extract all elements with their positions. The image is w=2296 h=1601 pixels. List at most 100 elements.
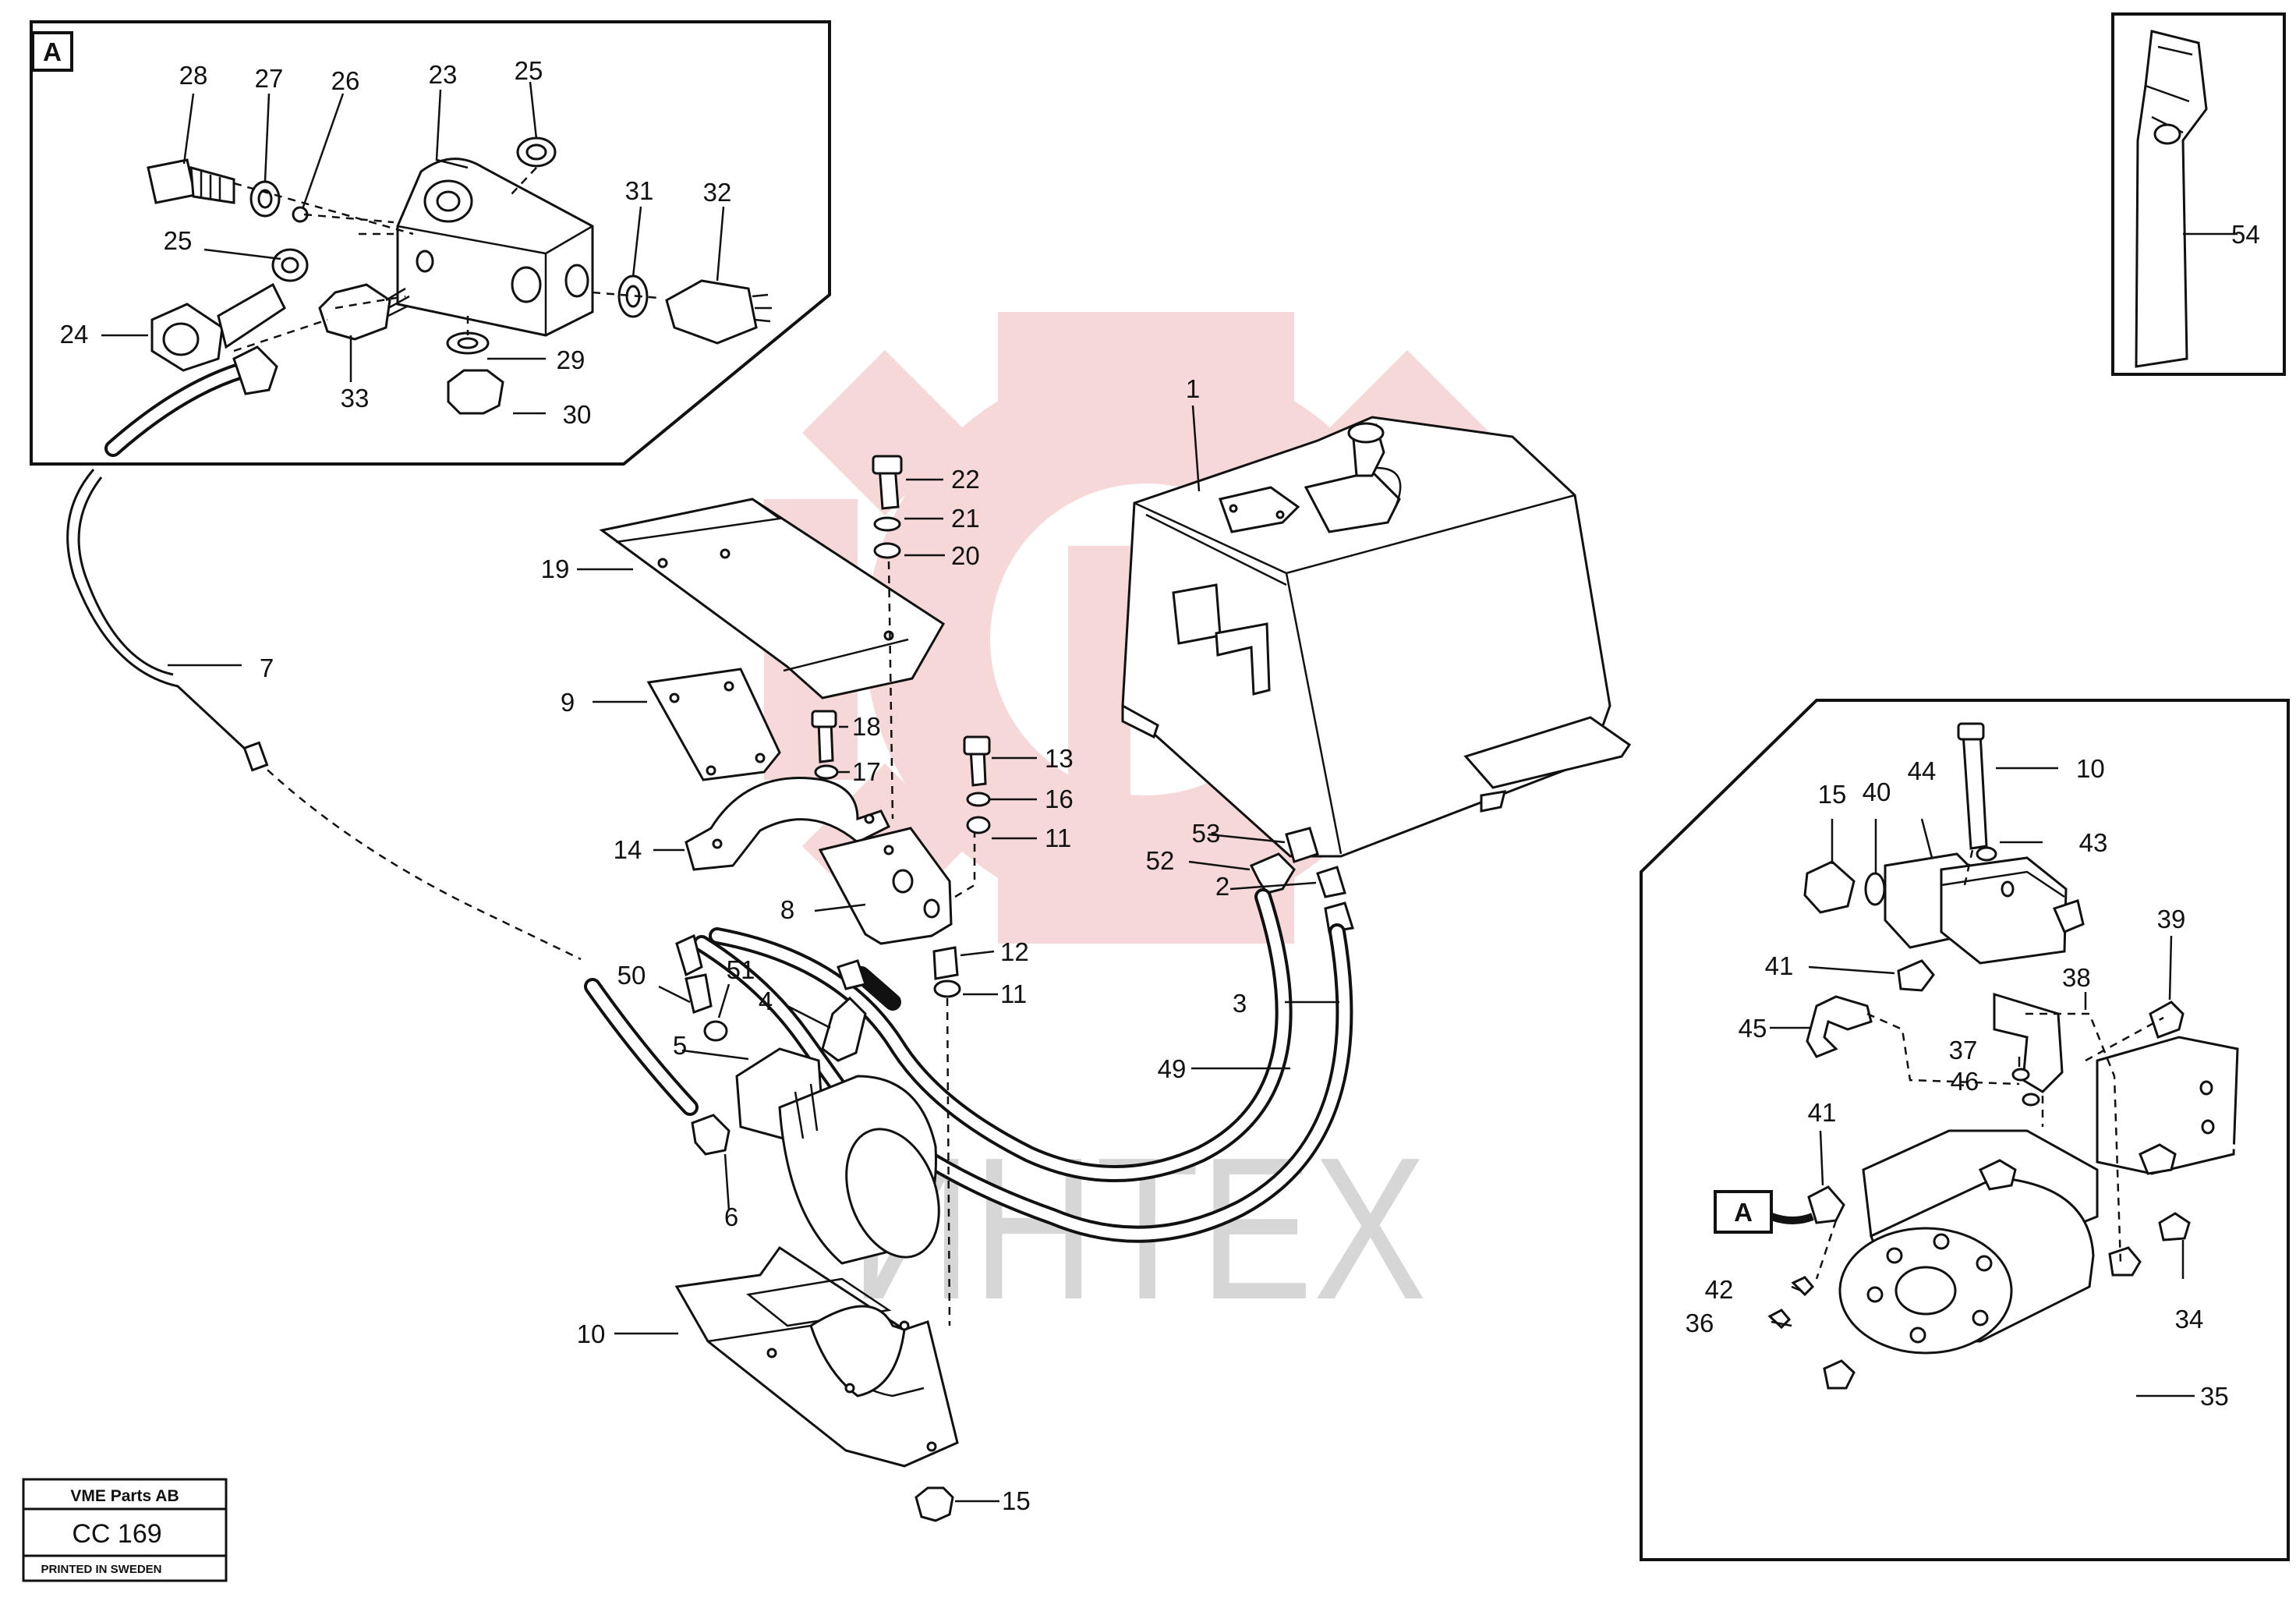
label-48: 35 bbox=[2200, 1382, 2229, 1411]
hose-pump-right bbox=[853, 966, 901, 1011]
label-39: 44 bbox=[1908, 756, 1937, 785]
valve-block bbox=[396, 158, 594, 337]
pressure-switch-32 bbox=[665, 279, 772, 345]
seal-51 bbox=[703, 1020, 728, 1042]
fitting-44 bbox=[1803, 860, 1856, 914]
elbow-6 bbox=[691, 1114, 731, 1156]
label-47: 34 bbox=[2175, 1305, 2204, 1334]
spacer-12 bbox=[932, 946, 959, 980]
label-4: 4 bbox=[759, 986, 773, 1015]
bracket-54 bbox=[2135, 30, 2208, 368]
adapter-33 bbox=[318, 283, 410, 341]
tank-1 bbox=[1121, 416, 1632, 858]
label-25-top: 25 bbox=[515, 56, 543, 85]
nut-11-top bbox=[966, 816, 991, 834]
detail-a-inset: A bbox=[30, 20, 831, 466]
bracket-9 bbox=[646, 668, 781, 781]
label-18: 18 bbox=[852, 712, 881, 741]
clamp-16 bbox=[685, 777, 891, 871]
elbow-52 bbox=[1249, 852, 1296, 894]
label-32: 32 bbox=[703, 178, 732, 207]
washer-21 bbox=[873, 516, 901, 532]
label-53: 53 bbox=[1192, 819, 1221, 848]
label-46: 45 bbox=[1739, 1014, 1767, 1043]
label-34: 42 bbox=[1705, 1275, 1734, 1304]
label-25-left: 25 bbox=[164, 226, 193, 255]
label-22: 22 bbox=[951, 465, 980, 494]
cradle-10 bbox=[674, 1245, 959, 1468]
label-28: 28 bbox=[179, 61, 208, 90]
washer-17 bbox=[814, 764, 839, 780]
label-52: 52 bbox=[1146, 846, 1175, 875]
support-plate bbox=[2096, 1036, 2239, 1175]
label-14: 13 bbox=[1045, 744, 1074, 773]
drawing-code: CC 169 bbox=[72, 1519, 161, 1549]
label-37: 38 bbox=[2062, 963, 2091, 992]
label-30: 30 bbox=[563, 400, 592, 429]
valve-39 bbox=[1884, 852, 2085, 965]
pump-frame bbox=[1640, 699, 2290, 1561]
bolt-34 bbox=[1791, 1276, 1815, 1297]
washer-20 bbox=[873, 542, 901, 559]
label-16: 14 bbox=[614, 835, 642, 864]
label-8: 8 bbox=[780, 895, 794, 924]
label-1: 1 bbox=[1186, 374, 1200, 403]
nut-30 bbox=[447, 369, 504, 415]
label-21: 21 bbox=[951, 504, 980, 533]
label-40: 10 bbox=[2076, 754, 2105, 783]
motor-5 bbox=[735, 1047, 940, 1265]
label-7: 7 bbox=[260, 654, 274, 682]
label-9: 9 bbox=[561, 688, 575, 717]
seal-43 bbox=[1864, 872, 1886, 906]
bracket-frame bbox=[2111, 12, 2286, 376]
label-6: 6 bbox=[724, 1203, 738, 1231]
label-36: 41 bbox=[1808, 1098, 1837, 1127]
label-19: 19 bbox=[541, 554, 570, 583]
label-44: 15 bbox=[1818, 780, 1847, 809]
washer-41-top bbox=[1976, 846, 1997, 862]
label-13: 16 bbox=[1045, 785, 1074, 813]
label-12: 12 bbox=[1000, 937, 1029, 966]
label-11-bottom: 11 bbox=[1000, 979, 1027, 1008]
pump-inset: A 10 15 40 44 43 39 41 38 45 37 46 41 42… bbox=[1640, 699, 2290, 1561]
adapter-45 bbox=[1897, 959, 1935, 992]
fitting-pump-right bbox=[1978, 1159, 2017, 1191]
nut-11-bottom bbox=[933, 979, 961, 998]
bracket-inset: 54 bbox=[2111, 12, 2286, 376]
company-name: VME Parts AB bbox=[70, 1487, 179, 1505]
label-42: 46 bbox=[1951, 1067, 1979, 1096]
detail-a-frame bbox=[30, 20, 831, 466]
label-54: 54 bbox=[2231, 220, 2260, 249]
main-assembly: 7 1 53 52 2 bbox=[66, 374, 1632, 1522]
label-41-mid: 37 bbox=[1949, 1036, 1978, 1064]
pump-motor bbox=[1838, 1129, 2099, 1355]
fitting-28 bbox=[147, 158, 235, 204]
label-20: 20 bbox=[951, 541, 980, 570]
label-24: 24 bbox=[60, 320, 89, 349]
nut-15 bbox=[915, 1486, 954, 1522]
label-27: 27 bbox=[255, 64, 284, 93]
label-29: 29 bbox=[557, 345, 585, 374]
title-block: VME Parts AB CC 169 PRINTED IN SWEDEN bbox=[22, 1478, 228, 1582]
label-45: 41 bbox=[1765, 951, 1794, 980]
pump-inset-tag: A bbox=[1734, 1198, 1753, 1227]
label-49: 49 bbox=[1158, 1054, 1187, 1083]
printed-note: PRINTED IN SWEDEN bbox=[41, 1563, 161, 1576]
fitting-53 bbox=[1285, 827, 1319, 863]
washer-42 bbox=[2022, 1093, 2040, 1107]
label-11-top: 11 bbox=[1045, 824, 1071, 852]
label-23: 23 bbox=[429, 60, 458, 89]
label-38: 39 bbox=[2157, 905, 2186, 933]
label-43: 40 bbox=[1863, 777, 1891, 806]
connector-36 bbox=[1807, 1185, 1845, 1224]
label-50: 50 bbox=[617, 961, 646, 990]
label-17: 17 bbox=[852, 757, 881, 786]
bolt-38 bbox=[2149, 1001, 2185, 1039]
label-2: 2 bbox=[1215, 872, 1229, 901]
bracket-37 bbox=[1993, 992, 2064, 1093]
nut-24 bbox=[150, 282, 286, 372]
fitting-50 bbox=[675, 933, 703, 977]
label-31: 31 bbox=[625, 176, 654, 205]
elbow-46 bbox=[1806, 995, 1873, 1058]
